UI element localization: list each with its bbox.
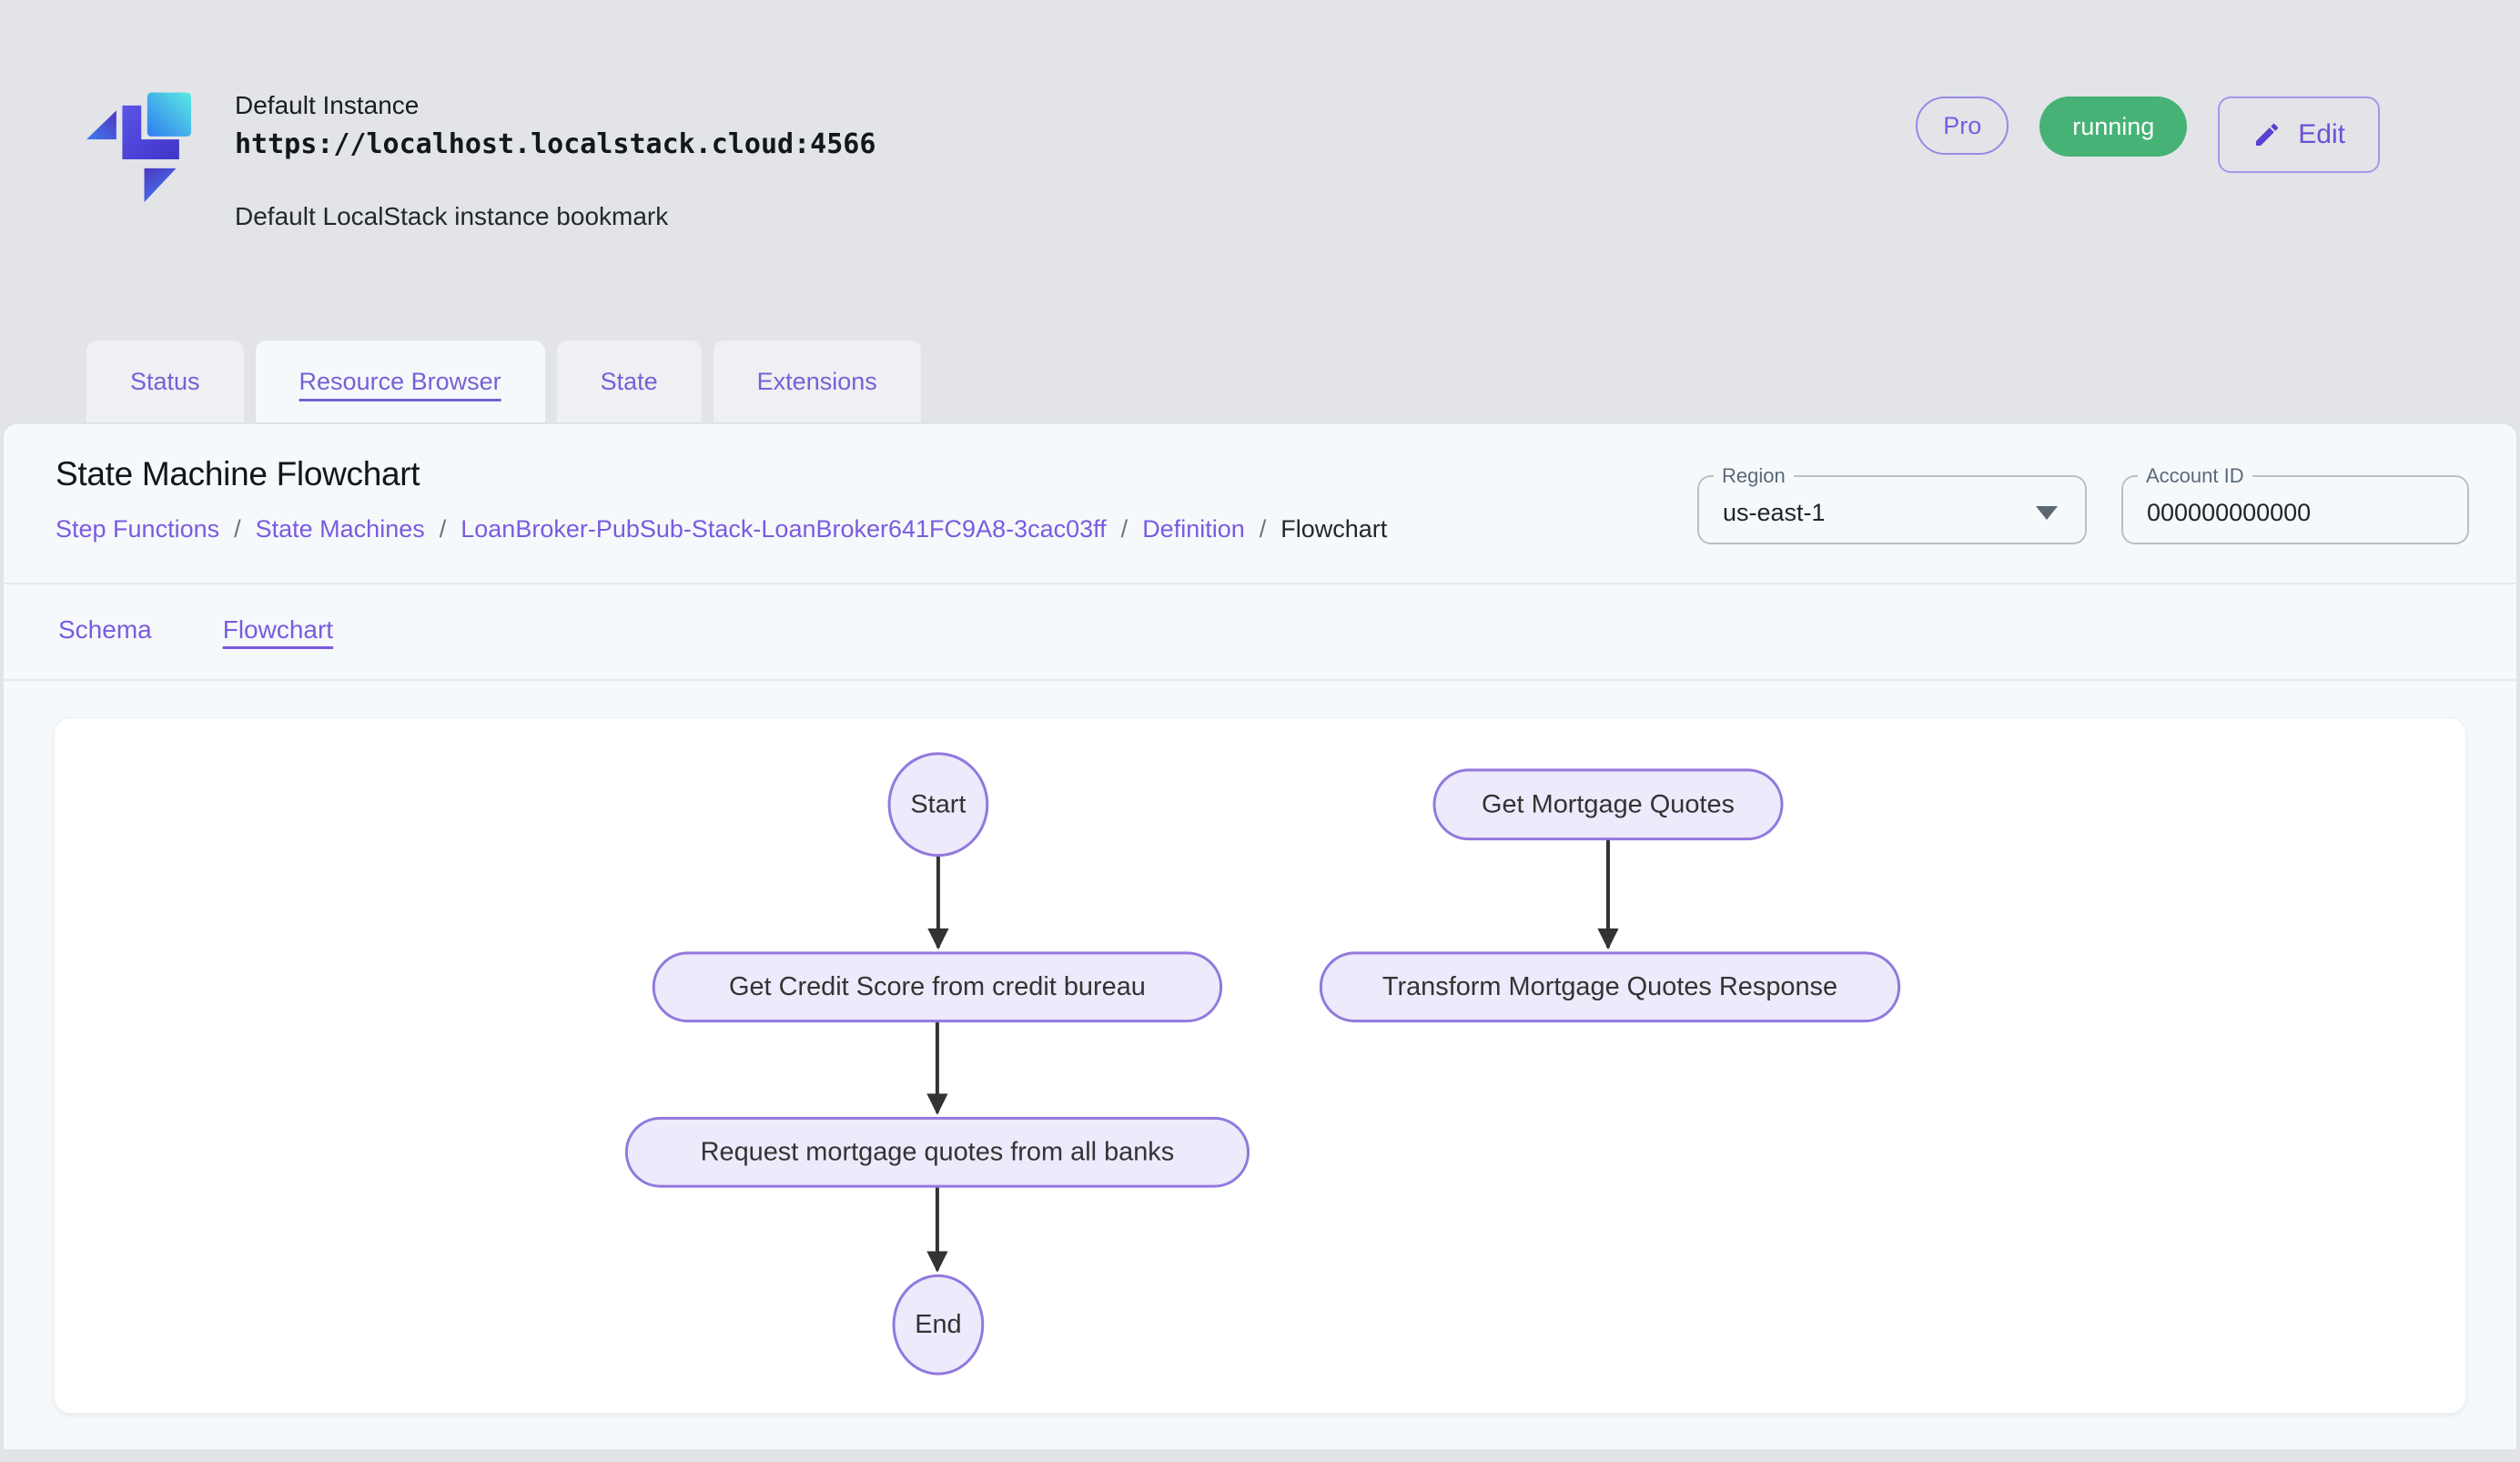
pro-badge: Pro [1916, 96, 2009, 155]
region-label: Region [1722, 464, 1786, 487]
account-id-label: Account ID [2146, 464, 2244, 487]
resource-browser-panel: State Machine Flowchart Step Functions /… [2, 422, 2518, 1449]
tab-state[interactable]: State [556, 340, 702, 422]
breadcrumb-separator: / [1259, 515, 1267, 543]
breadcrumb-state-machine-name[interactable]: LoanBroker-PubSub-Stack-LoanBroker641FC9… [460, 515, 1107, 543]
edit-button-label: Edit [2298, 119, 2345, 149]
localstack-logo-icon [86, 92, 191, 203]
definition-subtabs: Schema Flowchart [4, 584, 2516, 679]
breadcrumb: Step Functions / State Machines / LoanBr… [56, 515, 1387, 543]
region-select[interactable]: us-east-1 [1699, 488, 2085, 537]
flowchart-node-label: End [915, 1310, 961, 1339]
tab-status[interactable]: Status [86, 340, 244, 422]
flowchart-node-transform-mortgage-quotes-response: Transform Mortgage Quotes Response [1319, 951, 1901, 1023]
breadcrumb-separator: / [234, 515, 241, 543]
flowchart-node-shape [1432, 768, 1784, 841]
breadcrumb-flowchart: Flowchart [1280, 515, 1388, 543]
flowchart-node-label: Get Credit Score from credit bureau [729, 972, 1146, 1001]
flowchart-node-get-mortgage-quotes: Get Mortgage Quotes [1432, 768, 1784, 841]
breadcrumb-definition[interactable]: Definition [1142, 515, 1245, 543]
subtab-flowchart[interactable]: Flowchart [222, 615, 334, 644]
account-id-field: Account ID [2121, 464, 2469, 544]
instance-url: https://localhost.localstack.cloud:4566 [235, 128, 876, 160]
header-divider [4, 583, 2516, 584]
flowchart-node-shape [624, 1116, 1250, 1188]
pencil-icon [2256, 123, 2279, 146]
subtab-schema[interactable]: Schema [58, 615, 152, 644]
flowchart-node-shape [1319, 951, 1901, 1023]
subtabs-divider [4, 679, 2516, 681]
flowchart-node-shape [892, 1274, 985, 1376]
flowchart-node-start: Start [887, 752, 989, 858]
instance-name: Default Instance [235, 91, 420, 119]
account-id-input[interactable] [2123, 488, 2467, 537]
tab-resource-browser[interactable]: Resource Browser [255, 340, 545, 422]
flowchart-node-label: Start [910, 790, 966, 819]
flowchart-node-get-credit-score: Get Credit Score from credit bureau [652, 951, 1223, 1023]
breadcrumb-step-functions[interactable]: Step Functions [56, 515, 220, 543]
instance-text-block: Default Instance https://localhost.local… [235, 91, 875, 231]
main-tabs: Status Resource Browser State Extensions [0, 340, 2520, 422]
title-block: State Machine Flowchart Step Functions /… [56, 455, 1387, 544]
region-select-field: Region us-east-1 [1697, 464, 2087, 544]
context-controls: Region us-east-1 Account ID [1697, 464, 2469, 544]
page-title: State Machine Flowchart [56, 455, 420, 492]
flowchart-node-request-mortgage-quotes: Request mortgage quotes from all banks [624, 1116, 1250, 1188]
instance-info-block: Default Instance https://localhost.local… [86, 91, 875, 231]
instance-actions: Pro running Edit [1916, 96, 2380, 173]
flowchart-node-shape [887, 752, 989, 858]
breadcrumb-separator: / [439, 515, 447, 543]
breadcrumb-state-machines[interactable]: State Machines [255, 515, 425, 543]
tab-extensions[interactable]: Extensions [713, 340, 921, 422]
edit-button[interactable]: Edit [2218, 96, 2380, 173]
panel-header: State Machine Flowchart Step Functions /… [4, 424, 2516, 583]
flowchart-node-label: Request mortgage quotes from all banks [701, 1138, 1175, 1167]
flowchart-node-end: End [892, 1274, 985, 1376]
status-badge: running [2039, 96, 2188, 157]
chevron-down-icon [2036, 505, 2058, 520]
breadcrumb-separator: / [1120, 515, 1128, 543]
flowchart-node-shape [652, 951, 1223, 1023]
flowchart-node-label: Transform Mortgage Quotes Response [1382, 972, 1837, 1001]
region-value: us-east-1 [1723, 498, 1826, 526]
instance-description: Default LocalStack instance bookmark [235, 202, 669, 230]
instance-header: Default Instance https://localhost.local… [0, 0, 2520, 231]
flowchart-node-label: Get Mortgage Quotes [1482, 790, 1735, 819]
